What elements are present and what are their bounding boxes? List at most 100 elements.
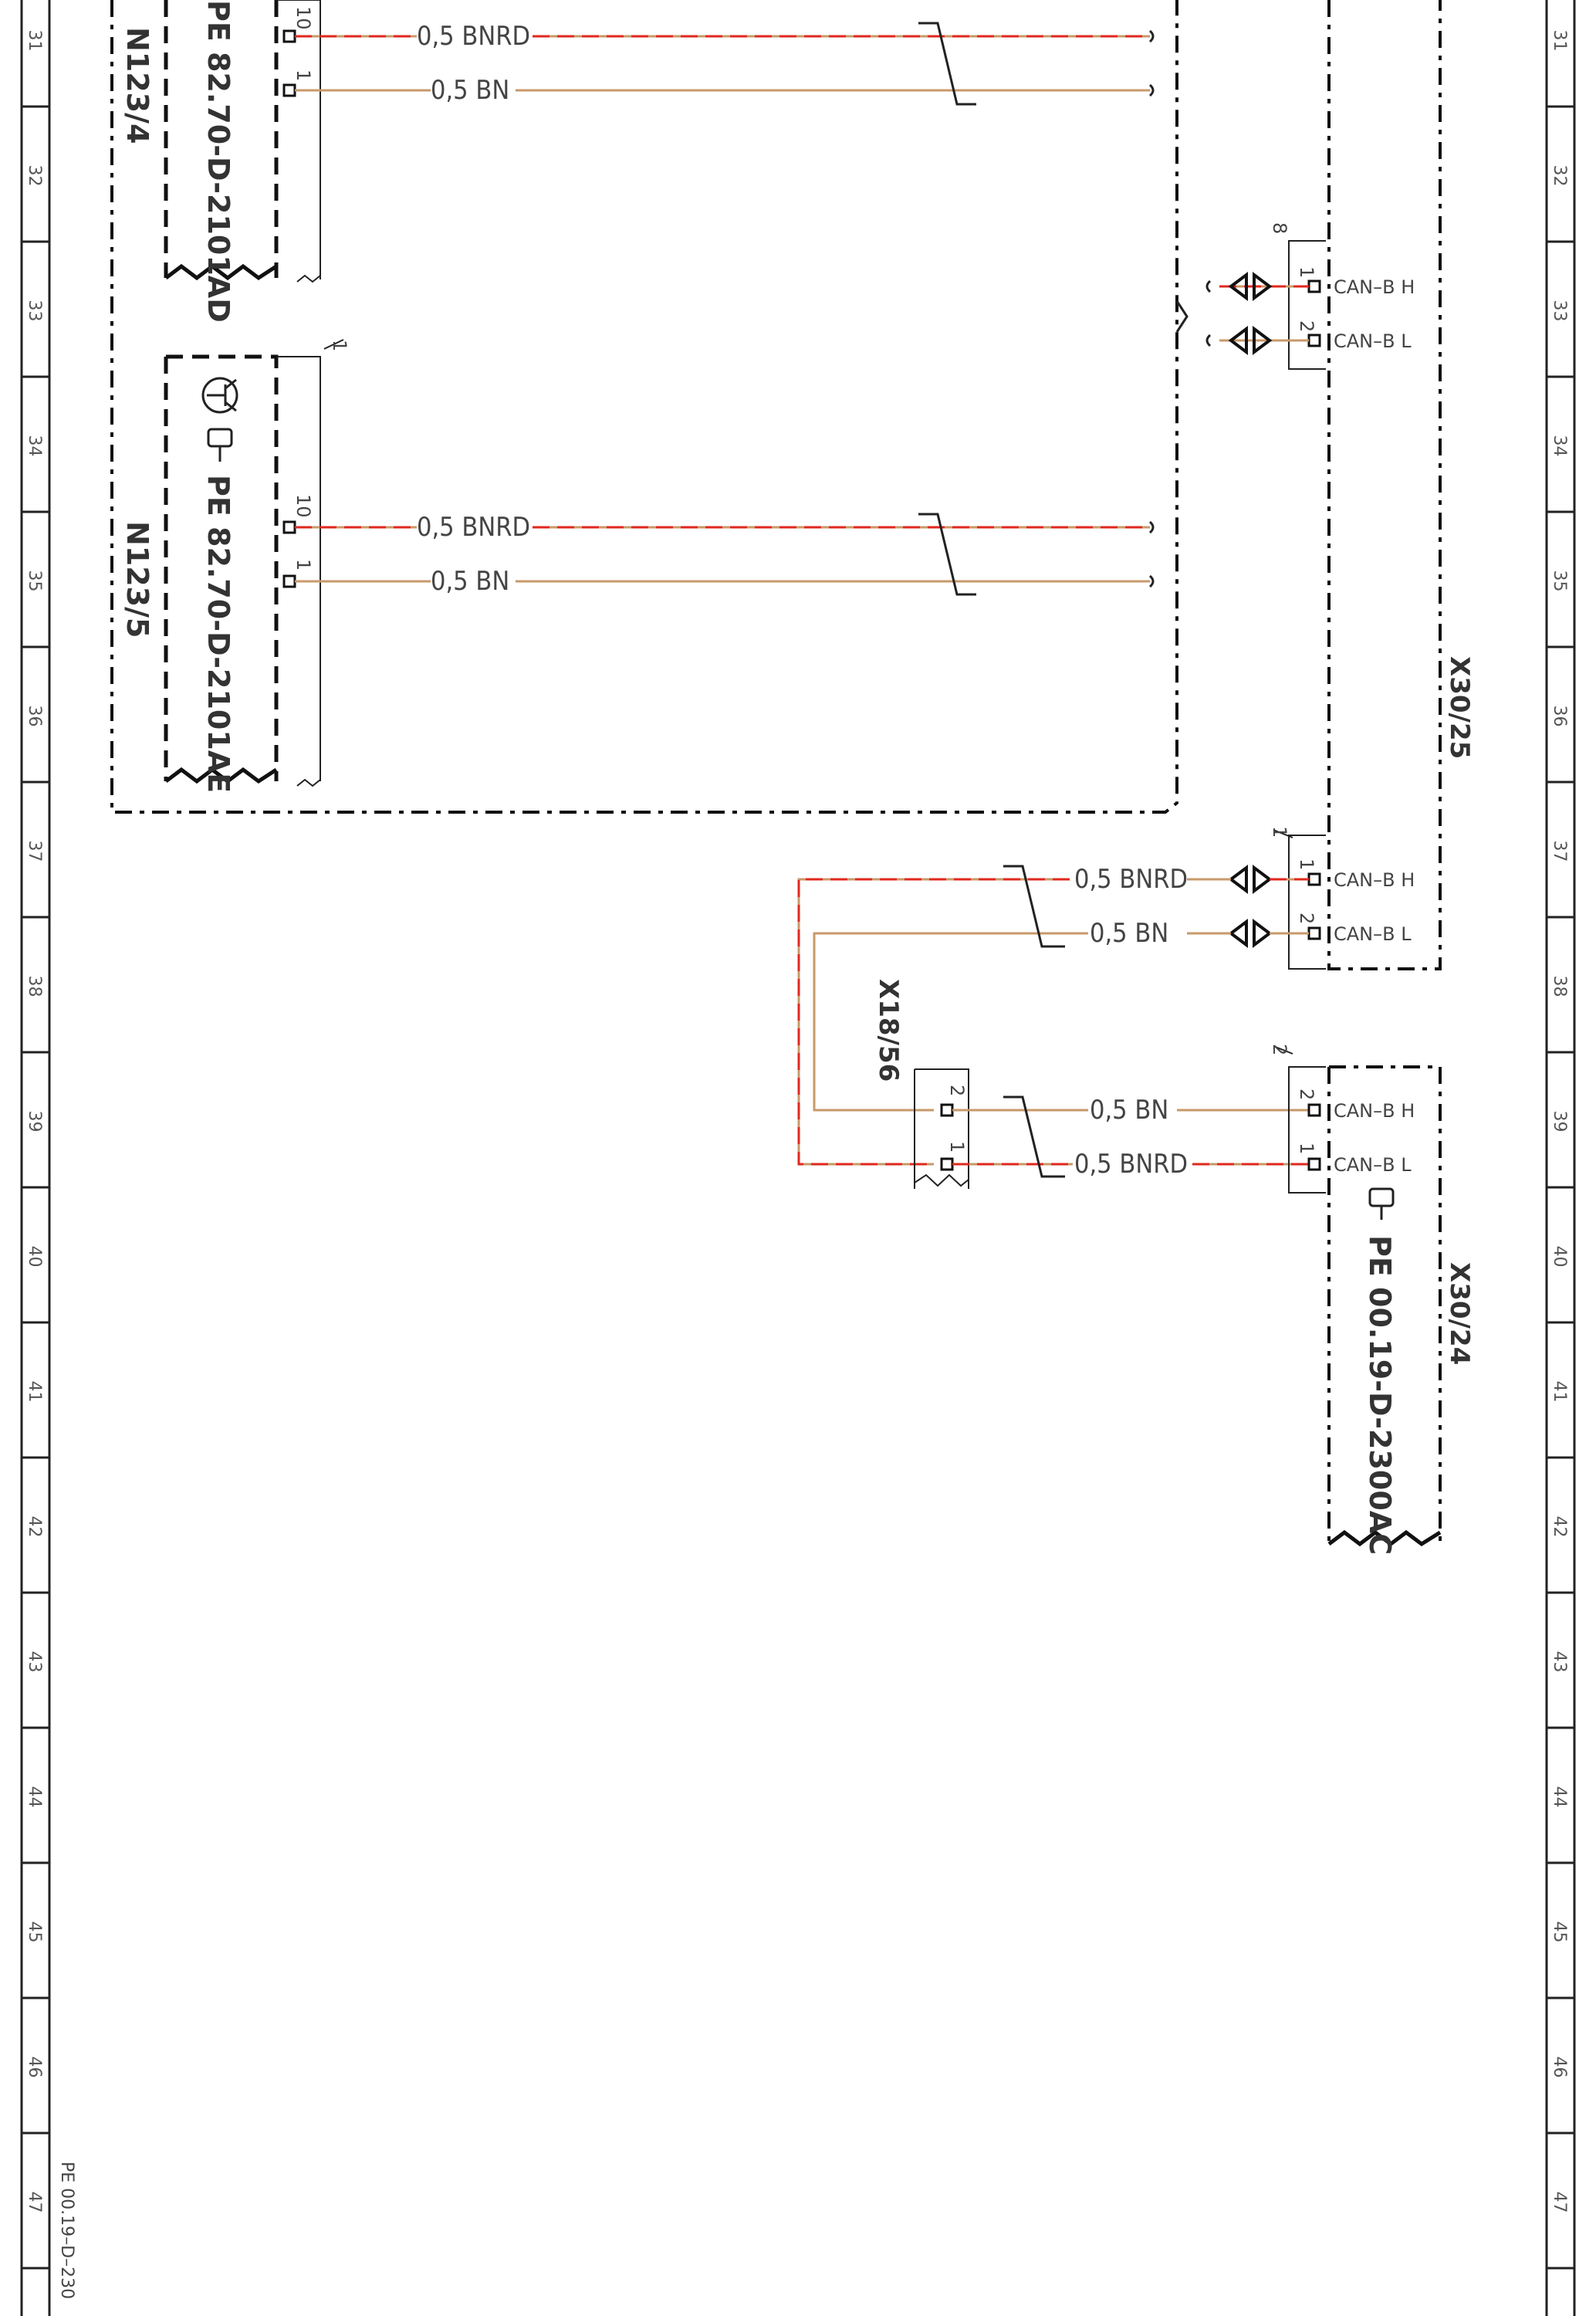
left-ruler — [20, 0, 51, 2316]
left-ruler-number: 38 — [25, 976, 44, 997]
right-ruler-number: 33 — [1550, 300, 1569, 322]
plug-icon — [1228, 272, 1273, 355]
wire-label: 0,5 BNRD — [417, 512, 530, 543]
right-ruler-number: 44 — [1550, 1786, 1569, 1808]
module-n123-4: 10 1 PE 82.70-D-2101AD N123/4 — [120, 0, 321, 323]
left-ruler-number: 32 — [25, 165, 44, 187]
module-ref: PE 82.70-D-2101AE — [201, 475, 235, 793]
group-number: 8 — [1269, 222, 1290, 234]
hand-pointer-icon — [207, 428, 233, 462]
signal-label: CAN–B L — [1334, 923, 1412, 945]
pin-label: 1 — [1296, 858, 1317, 870]
twist-marker — [918, 22, 976, 106]
wire-label: 0,5 BN — [431, 75, 509, 106]
module-name: N123/5 — [120, 521, 154, 638]
left-ruler-number: 35 — [25, 571, 44, 592]
right-ruler-number: 47 — [1550, 2192, 1569, 2213]
wire-label: 0,5 BNRD — [417, 21, 530, 52]
module-name: N123/4 — [120, 27, 154, 144]
right-ruler-number: 37 — [1550, 841, 1569, 862]
footer-reference: PE 00.19–D–230 — [57, 2162, 76, 2299]
group-number: 1 — [1269, 826, 1290, 838]
wire-x30-25-bn: 0,5 BN — [813, 918, 1309, 1112]
right-ruler-number: 43 — [1550, 1651, 1569, 1673]
pin-label: 2 — [1296, 913, 1317, 924]
module-n123-5: 1 10 1 PE 82.70-D-2101AE N123/5 — [120, 339, 350, 793]
pin-label: 2 — [1296, 320, 1317, 332]
pin-label: 1 — [292, 559, 314, 571]
signal-label: CAN–B L — [1334, 1154, 1412, 1176]
signal-label: CAN–B L — [1334, 330, 1412, 352]
connector-name: X18/56 — [873, 979, 904, 1082]
wire-x18-bnrd: 0,5 BNRD — [952, 1149, 1309, 1180]
pin-label: 1 — [292, 69, 314, 81]
pin-label: 10 — [292, 6, 314, 30]
right-ruler-number: 32 — [1550, 165, 1569, 187]
wire-n123-5-bn: 0,5 BN — [295, 566, 1155, 597]
wire-x30-25-bnrd: 0,5 BNRD — [797, 864, 1309, 1166]
right-ruler-number: 42 — [1550, 1516, 1569, 1538]
signal-label: CAN–B H — [1334, 1100, 1415, 1122]
right-ruler-number: 46 — [1550, 2057, 1569, 2078]
wire-label: 0,5 BNRD — [1074, 1149, 1188, 1180]
left-ruler-number: 40 — [25, 1246, 44, 1268]
wire-n123-5-bnrd: 0,5 BNRD — [295, 512, 1155, 543]
connector-ref: PE 00.19-D-2300AC — [1363, 1235, 1397, 1555]
right-ruler-number: 41 — [1550, 1381, 1569, 1403]
frame-notch — [1175, 300, 1189, 333]
left-ruler-number: 36 — [25, 706, 44, 727]
x30-25-frame — [1327, 0, 1442, 970]
pin-label: 1 — [946, 1141, 968, 1153]
right-ruler-number: 45 — [1550, 1922, 1569, 1943]
connector-name: X30/25 — [1444, 656, 1475, 759]
left-ruler-number: 39 — [25, 1111, 44, 1133]
pin-label: 10 — [292, 494, 314, 518]
wire-n123-4-bnrd: 0,5 BNRD — [295, 21, 1155, 52]
left-ruler-number: 44 — [25, 1786, 44, 1808]
left-ruler-number: 41 — [25, 1381, 44, 1403]
right-ruler-numbers: 31 32 33 34 35 36 37 38 39 40 41 42 43 44 45 46 47 — [1550, 30, 1569, 2213]
wire-x18-bn: 0,5 BN — [952, 1095, 1309, 1126]
twist-marker — [1003, 1095, 1065, 1178]
x30-24-connector: 2 2 1 CAN–B H CAN–B L PE 00.19-D-2300AC … — [1269, 1044, 1475, 1555]
left-ruler-number: 47 — [25, 2192, 44, 2213]
right-ruler — [1545, 0, 1576, 2316]
enclosure-frame — [110, 0, 1178, 814]
x18-56-connector: 2 1 X18/56 — [873, 979, 969, 1189]
pin-label: 1 — [1296, 1143, 1317, 1154]
wire-label: 0,5 BN — [431, 566, 509, 597]
right-ruler-number: 36 — [1550, 706, 1569, 727]
wire-n123-4-bn: 0,5 BN — [295, 75, 1155, 106]
x30-25-group-a: 8 1 2 CAN–B H CAN–B L — [1205, 222, 1415, 370]
left-ruler-number: 31 — [25, 30, 44, 52]
right-ruler-number: 35 — [1550, 571, 1569, 592]
connector-name: X30/24 — [1444, 1262, 1475, 1365]
hand-pointer-icon — [1368, 1187, 1395, 1220]
connector-number: 1 — [329, 340, 350, 351]
left-ruler-number: 33 — [25, 300, 44, 322]
left-ruler-number: 46 — [25, 2057, 44, 2078]
x30-25-group-b: 1 1 2 CAN–B H CAN–B L — [1228, 826, 1415, 970]
twist-marker — [1003, 865, 1065, 948]
pin-label: 1 — [1296, 266, 1317, 278]
pin-label: 2 — [1296, 1089, 1317, 1100]
left-ruler-number: 34 — [25, 435, 44, 457]
transistor-icon — [201, 377, 238, 414]
left-ruler-number: 43 — [25, 1651, 44, 1673]
left-ruler-number: 37 — [25, 841, 44, 862]
pin-label: 2 — [946, 1085, 968, 1096]
left-ruler-number: 42 — [25, 1516, 44, 1538]
signal-label: CAN–B H — [1334, 869, 1415, 891]
plug-icon — [1228, 865, 1273, 948]
wire-label: 0,5 BN — [1090, 1095, 1168, 1126]
left-ruler-numbers: 31 32 33 34 35 36 37 38 39 40 41 42 43 44 45 46 47 — [25, 30, 44, 2213]
twist-marker — [918, 513, 976, 596]
right-ruler-number: 40 — [1550, 1246, 1569, 1268]
signal-label: CAN–B H — [1334, 276, 1415, 298]
right-ruler-number: 39 — [1550, 1111, 1569, 1133]
left-ruler-number: 45 — [25, 1922, 44, 1943]
right-ruler-number: 34 — [1550, 435, 1569, 457]
right-ruler-number: 31 — [1550, 30, 1569, 52]
right-ruler-number: 38 — [1550, 976, 1569, 997]
